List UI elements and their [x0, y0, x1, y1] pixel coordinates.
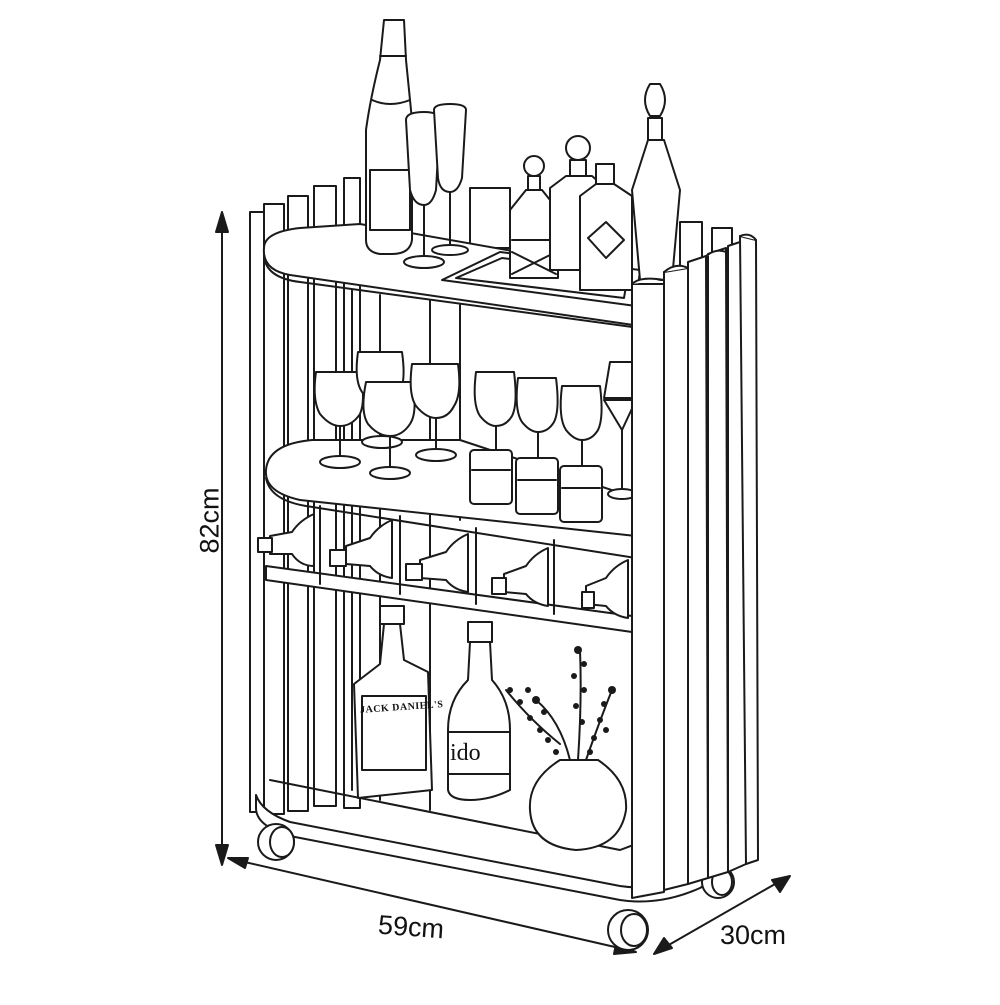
depth-label: 30cm — [720, 920, 787, 950]
wine-glasses — [313, 351, 637, 500]
tumbler-2 — [515, 457, 559, 515]
tumbler-3 — [559, 465, 603, 523]
front-slats — [631, 235, 759, 899]
wine-bottle-3 — [405, 533, 469, 593]
liqueur-label-text: ido — [450, 740, 481, 766]
wine-bottle-4 — [491, 547, 549, 607]
wheel-front-left — [257, 823, 295, 861]
wheel-back-right — [701, 865, 735, 899]
wine-glass-1 — [313, 371, 364, 469]
champagne-bottle — [365, 19, 413, 255]
champagne-flute-2 — [431, 103, 469, 256]
tumblers — [469, 449, 603, 523]
wine-glass-7 — [559, 385, 603, 467]
champagne-flute-1 — [403, 111, 445, 269]
wine-bottle-5 — [581, 559, 629, 619]
width-label: 59cm — [377, 909, 446, 945]
wheel-front-right — [607, 909, 649, 951]
height-dimension-line — [215, 211, 229, 866]
wine-bottle-1 — [257, 513, 315, 567]
depth-dimension-line — [653, 875, 791, 955]
slat-caps — [631, 233, 757, 285]
tall-decanter — [631, 83, 681, 281]
wine-rack — [257, 505, 633, 633]
vase-with-branches — [505, 646, 628, 851]
wine-glass-5 — [473, 371, 517, 453]
whiskey-bottle — [353, 605, 433, 799]
wheels — [257, 823, 735, 951]
liqueur-bottle — [447, 621, 511, 801]
wine-glass-6 — [515, 377, 559, 461]
wine-glass-3 — [362, 381, 416, 480]
wine-glass-4 — [409, 363, 461, 462]
square-decanter — [579, 163, 633, 291]
crystal-decanter-1 — [509, 155, 559, 279]
wine-bottle-2 — [329, 519, 393, 579]
tumbler-1 — [469, 449, 513, 505]
height-label: 82cm — [194, 487, 225, 554]
